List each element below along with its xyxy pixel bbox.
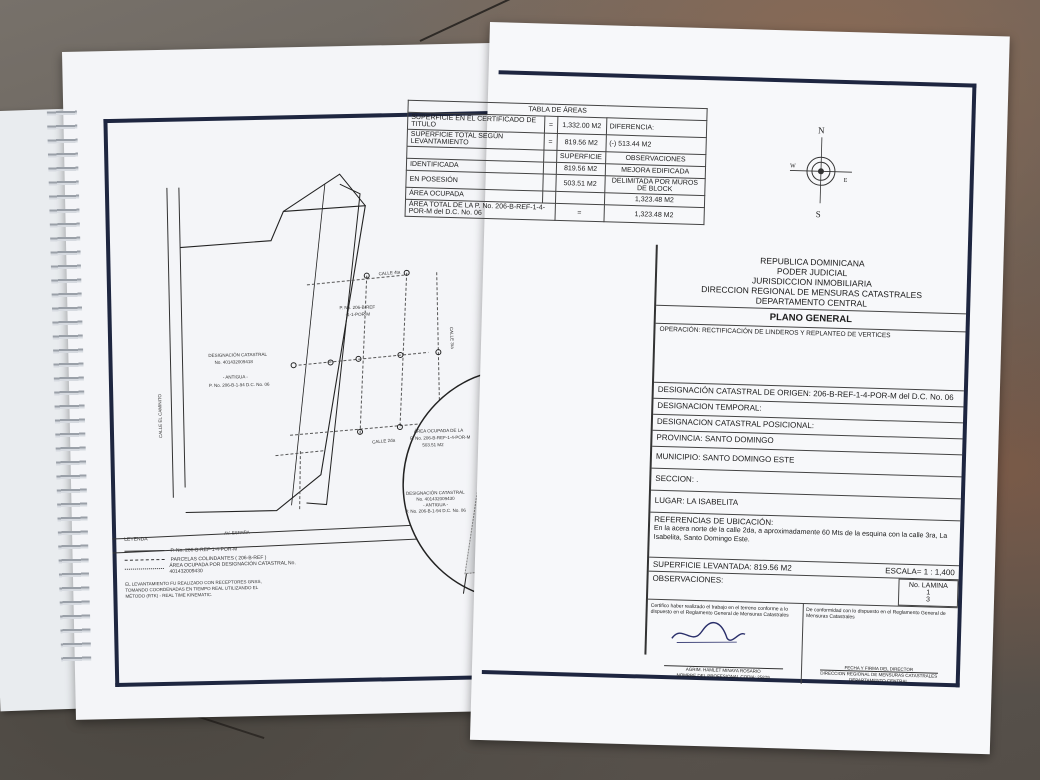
road-edge [178, 187, 186, 488]
director-signature: De conformidad con lo dispuesto en el Re… [801, 604, 958, 688]
parcel-label: DESIGNACIÓN CATASTRAL [208, 351, 267, 358]
parcel-line [399, 272, 408, 429]
area-table: TABLA DE ÁREAS SUPERFICIE EN EL CERTIFIC… [405, 100, 708, 225]
director-caption: FECHA Y FIRMA DEL DIRECTOR DIRECCION REG… [820, 665, 938, 684]
street-label: AV. ESPAÑA [224, 529, 250, 536]
handwritten-signature [671, 621, 746, 643]
north-arrow-icon: N S E W [789, 125, 852, 219]
parcel-note: DESIGNACIÓN CATASTRAL No. 401432009430 -… [395, 489, 475, 515]
compass-north: N [818, 125, 825, 135]
vertex-marker [435, 349, 442, 356]
parcel-line [306, 274, 407, 286]
signature-area: Certifico haber realizado el trabajo en … [645, 599, 958, 689]
parcel-label: P. No. 206-B-1-94 D.C. No. 06 [209, 382, 270, 388]
parcel-line [298, 351, 429, 366]
street-label: CALLE EL CAMINITO [157, 393, 163, 438]
parcel-line [359, 275, 368, 434]
operation-field: OPERACIÓN: RECTIFICACIÓN DE LINDEROS Y R… [653, 323, 966, 392]
parcel-label: No. 401432009418 [214, 359, 253, 365]
parcel-strip [291, 184, 326, 506]
plan-sheet-right: TABLA DE ÁREAS SUPERFICIE EN EL CERTIFIC… [405, 22, 1010, 755]
parcel-strip [306, 183, 361, 506]
vertex-marker [397, 351, 404, 358]
vertex-marker [357, 428, 364, 435]
site-map: CALLE EL CAMINITO CALLE 4ta CALLE 3ra CA… [112, 173, 517, 554]
road-edge [166, 187, 174, 498]
street-label: CALLE 3ra [449, 327, 455, 350]
vertex-marker [290, 362, 297, 369]
compass-west: W [790, 163, 796, 169]
vertex-marker [363, 272, 370, 279]
area-label: 503.51 M2 [422, 442, 444, 447]
area-label: P. No. 206-B-REF-1-4-POR-M [410, 435, 471, 441]
street-label: CALLE 2da [372, 437, 396, 444]
vertex-marker [396, 424, 403, 431]
parcel-line [290, 421, 440, 436]
vertex-marker [403, 269, 410, 276]
title-block: REPUBLICA DOMINICANA PODER JUDICIAL JURI… [644, 244, 968, 684]
area-label: ÁREA OCUPADA DE LA [414, 427, 463, 434]
legend: LEYENDA P. No. 206-B-REF-1-4-POR-M PARCE… [124, 533, 325, 600]
vertex-marker [327, 359, 334, 366]
sheet-number: No. LAMINA 1 3 [897, 578, 959, 608]
compass-east: E [844, 178, 848, 184]
parcel-label: P. No. 206-B-REF [339, 304, 375, 310]
street-label: CALLE 4ta [378, 269, 401, 276]
parcel-line [299, 451, 301, 511]
parcel-label: -1-1-POR-M [346, 312, 371, 318]
surveyor-signature: Certifico haber realizado el trabajo en … [645, 599, 804, 684]
compass-south: S [816, 209, 821, 219]
lot-boundary [180, 205, 366, 514]
title-header: REPUBLICA DOMINICANA PODER JUDICIAL JURI… [656, 244, 968, 315]
vertex-marker [355, 355, 362, 362]
parcel-label: - ANTIGUA - [223, 374, 249, 380]
lot-boundary [283, 173, 366, 212]
survey-note: EL LEVANTAMIENTO FU REALIZADO CON RECEPT… [125, 578, 262, 599]
